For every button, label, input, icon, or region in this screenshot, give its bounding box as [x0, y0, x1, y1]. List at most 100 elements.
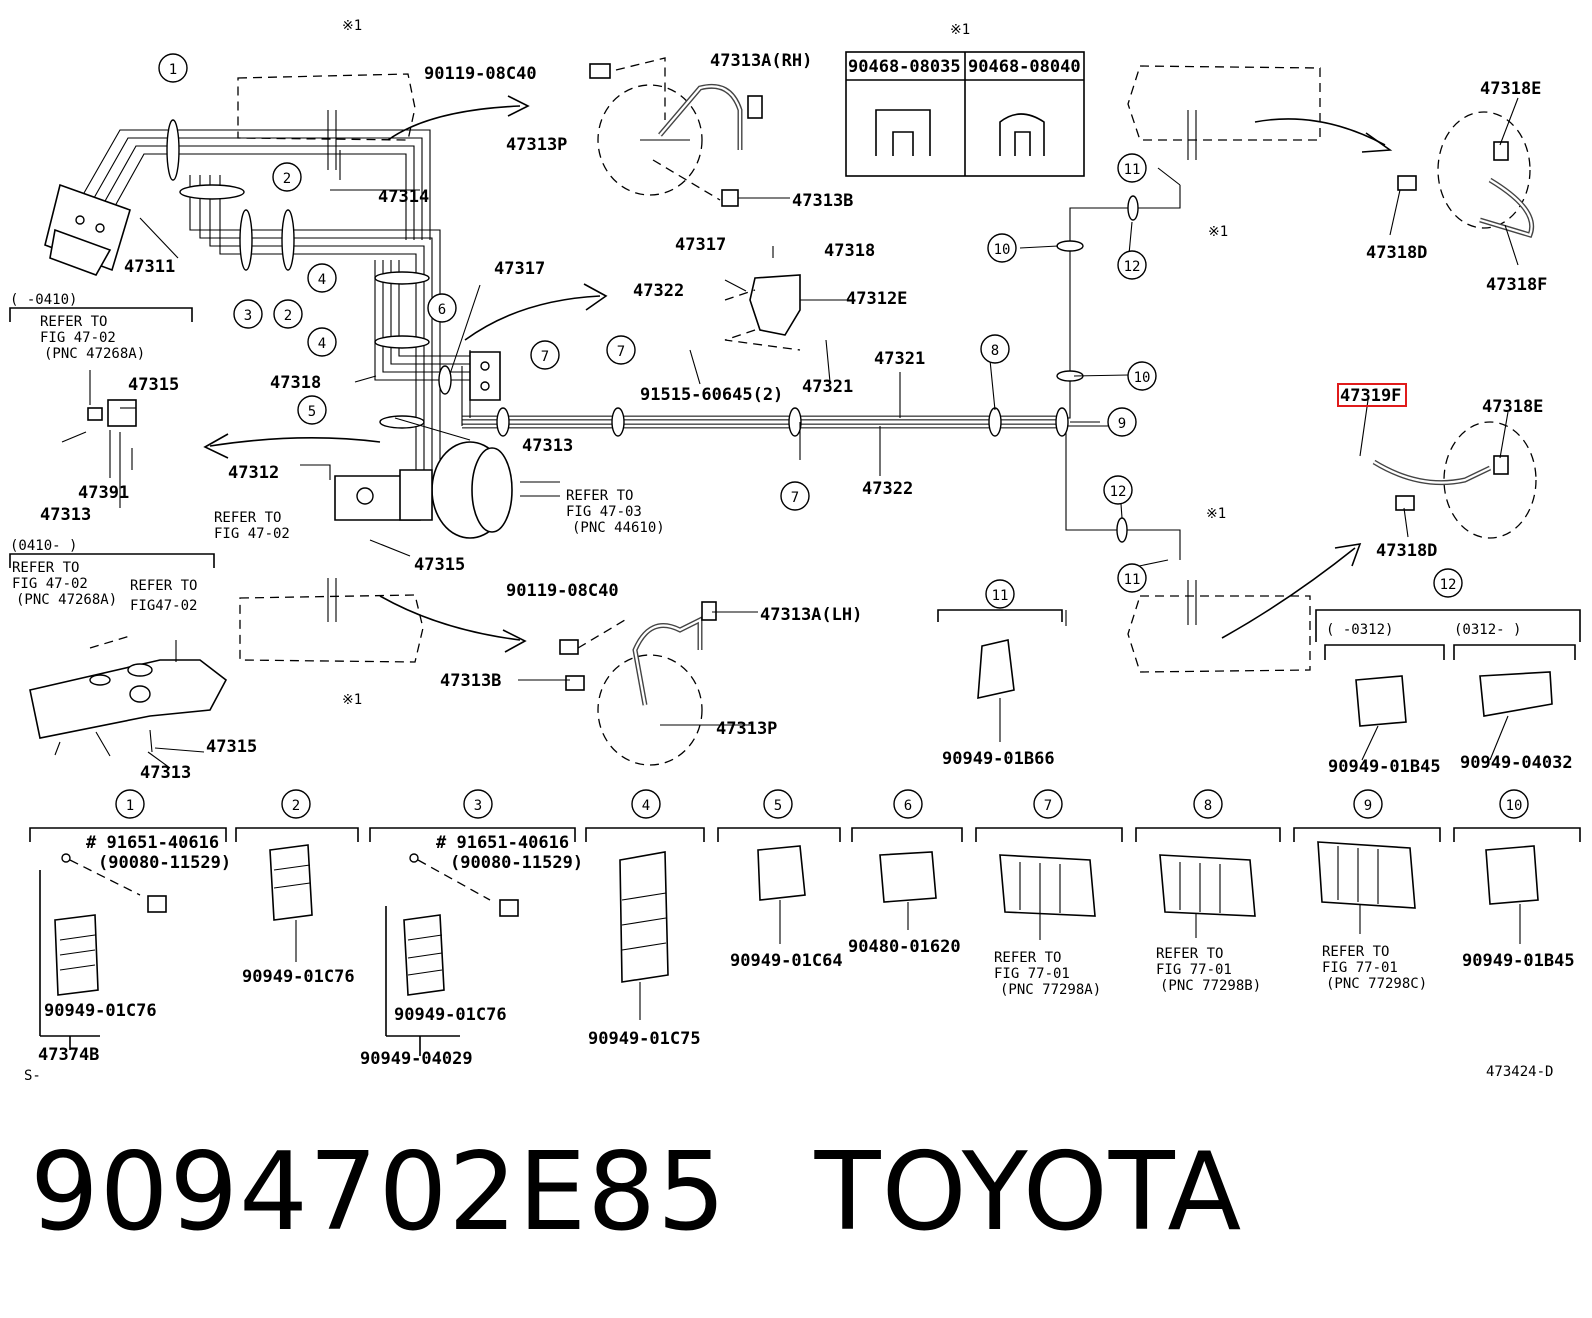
- part-label: 90949-01B45: [1462, 951, 1575, 971]
- note: ( -0410): [10, 292, 77, 308]
- note: (PNC 47268A): [16, 592, 117, 608]
- note: REFER TO: [566, 488, 633, 504]
- svg-text:7: 7: [617, 344, 625, 360]
- part-label: 90468-08040: [968, 57, 1081, 77]
- note: FIG 47-03: [566, 504, 642, 520]
- svg-text:2: 2: [284, 308, 292, 324]
- part-label: 47374B: [38, 1045, 99, 1065]
- svg-text:6: 6: [904, 798, 912, 814]
- callout: 10: [1499, 789, 1529, 819]
- note: (PNC 47268A): [44, 346, 145, 362]
- highlight-text: 47319F: [1340, 386, 1401, 406]
- part-label: 47322: [862, 479, 913, 499]
- part-label: 90949-01B45: [1328, 757, 1441, 777]
- corner-mark: S-: [24, 1068, 41, 1084]
- svg-text:3: 3: [474, 798, 482, 814]
- callout: 8: [980, 334, 1010, 364]
- callout: 2: [281, 789, 311, 819]
- part-label: 47321: [874, 349, 925, 369]
- part-label: 47312: [228, 463, 279, 483]
- part-label: 47313: [522, 436, 573, 456]
- callout: 1: [158, 53, 188, 83]
- svg-text:4: 4: [642, 798, 650, 814]
- note: FIG 77-01: [994, 966, 1070, 982]
- callout: 2: [272, 162, 302, 192]
- brake-line-parts-diagram: 1 2 3 2 4 4 5 6 7 7 7 8 9 10 10 11 12 12…: [9, 18, 1581, 1084]
- part-label: # 91651-40616: [86, 833, 219, 853]
- callout: 4: [307, 263, 337, 293]
- svg-text:12: 12: [1440, 577, 1457, 593]
- part-label: 47313: [140, 763, 191, 783]
- part-label: 47318: [824, 241, 875, 261]
- svg-text:9: 9: [1364, 798, 1372, 814]
- callout: 12: [1117, 250, 1147, 280]
- note: REFER TO: [1156, 946, 1223, 962]
- part-label: 47311: [124, 257, 175, 277]
- svg-text:7: 7: [1044, 798, 1052, 814]
- callout: 1: [115, 789, 145, 819]
- part-label: 47317: [675, 235, 726, 255]
- note: FIG47-02: [130, 598, 197, 614]
- note: REFER TO: [130, 578, 197, 594]
- part-label: 47313P: [716, 719, 777, 739]
- part-label: 47313A(RH): [710, 51, 812, 71]
- callout: 5: [763, 789, 793, 819]
- callout: 6: [893, 789, 923, 819]
- svg-text:10: 10: [1134, 370, 1151, 386]
- part-label: 47314: [378, 187, 429, 207]
- part-label: 47322: [633, 281, 684, 301]
- svg-text:11: 11: [992, 588, 1009, 604]
- callout: 9: [1107, 407, 1137, 437]
- svg-text:8: 8: [991, 343, 999, 359]
- callout: 7: [606, 335, 636, 365]
- part-label: 90119-08C40: [424, 64, 537, 84]
- note: (0410- ): [10, 538, 77, 554]
- part-number: 9094702E85: [30, 1130, 727, 1255]
- part-label: 90949-01C76: [394, 1005, 507, 1025]
- part-label: 47313: [40, 505, 91, 525]
- svg-text:6: 6: [438, 302, 446, 318]
- svg-text:8: 8: [1204, 798, 1212, 814]
- footer-caption: 9094702E85 TOYOTA: [30, 1130, 1242, 1270]
- note: REFER TO: [994, 950, 1061, 966]
- svg-text:3: 3: [244, 308, 252, 324]
- callout: 4: [631, 789, 661, 819]
- svg-text:1: 1: [169, 62, 177, 78]
- callout: 12: [1433, 568, 1463, 598]
- part-label: 47315: [206, 737, 257, 757]
- reference-notes: ※1 ※1 ※1 ※1 ※1 ( -0410) REFER TO FIG 47-…: [10, 18, 1553, 1084]
- callout: 10: [1127, 361, 1157, 391]
- svg-text:5: 5: [308, 404, 316, 420]
- svg-text:4: 4: [318, 272, 326, 288]
- note: REFER TO: [40, 314, 107, 330]
- svg-text:12: 12: [1124, 259, 1141, 275]
- svg-text:10: 10: [994, 242, 1011, 258]
- part-label: 47318E: [1480, 79, 1541, 99]
- part-label: 47318: [270, 373, 321, 393]
- note: REFER TO: [1322, 944, 1389, 960]
- part-label: 47312E: [846, 289, 907, 309]
- part-label: 47313B: [792, 191, 853, 211]
- part-label: 47318D: [1376, 541, 1437, 561]
- part-label: 90468-08035: [848, 57, 961, 77]
- part-label: 47318E: [1482, 397, 1543, 417]
- svg-text:2: 2: [292, 798, 300, 814]
- svg-text:1: 1: [126, 798, 134, 814]
- highlighted-part-label[interactable]: 47319F: [1337, 383, 1407, 407]
- svg-text:12: 12: [1110, 484, 1127, 500]
- brand-name: TOYOTA: [814, 1130, 1243, 1255]
- part-label: 90949-01C76: [44, 1001, 157, 1021]
- callout: 9: [1353, 789, 1383, 819]
- callout: 11: [1117, 563, 1147, 593]
- callout: 7: [1033, 789, 1063, 819]
- note: (PNC 77298B): [1160, 978, 1261, 994]
- part-label: 47318F: [1486, 275, 1547, 295]
- part-label: 90480-01620: [848, 937, 961, 957]
- note: (PNC 77298C): [1326, 976, 1427, 992]
- part-label: (90080-11529): [450, 853, 583, 873]
- callout: 8: [1193, 789, 1223, 819]
- callout: 11: [1117, 153, 1147, 183]
- svg-text:10: 10: [1506, 798, 1523, 814]
- svg-text:11: 11: [1124, 572, 1141, 588]
- callout: 12: [1103, 475, 1133, 505]
